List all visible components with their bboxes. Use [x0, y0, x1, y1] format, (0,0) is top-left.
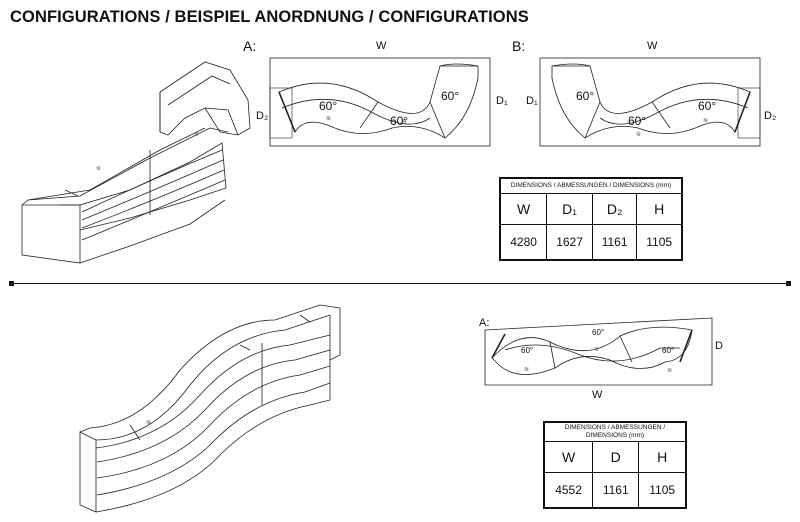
config-c-w-label: W [592, 389, 603, 401]
config-a-angle-1: 60° [319, 99, 338, 113]
config-b-angle-2: 60° [628, 114, 647, 128]
table-1-value-d2: 1161 [591, 224, 638, 261]
config-b-d2-label: D₂ [764, 110, 777, 122]
table-2-value-w: 4552 [543, 472, 594, 509]
config-a-label: A: [243, 38, 257, 54]
table-1-value-h: 1105 [636, 224, 683, 261]
table-1-caption: DIMENSIONS / ABMESSUNGEN / DIMENSIONS (m… [499, 177, 683, 194]
svg-text:≋: ≋ [703, 118, 708, 124]
table-1-value-d1: 1627 [546, 224, 593, 261]
config-a-d1-label: D₁ [496, 95, 508, 107]
section-divider [12, 283, 788, 284]
separator-dot-left [9, 281, 14, 286]
separator-dot-right [786, 281, 791, 286]
svg-text:≋: ≋ [96, 166, 101, 172]
table-1-header-d2: D₂ [591, 193, 638, 225]
table-2-value-d: 1161 [592, 472, 640, 509]
config-b-d1-label: D₁ [526, 95, 538, 107]
config-c-angle-1: 60° [521, 346, 534, 355]
svg-text:≋: ≋ [402, 119, 407, 125]
config-c-d-label: D [715, 340, 723, 352]
table-2-caption-line-1: DIMENSIONS / ABMESSUNGEN / [564, 424, 666, 431]
svg-text:≋: ≋ [326, 116, 331, 122]
desk-perspective-top [21, 61, 251, 264]
dimensions-table-1: DIMENSIONS / ABMESSUNGEN / DIMENSIONS (m… [499, 177, 683, 261]
svg-text:≋: ≋ [667, 368, 672, 374]
config-a-d2-label: D₂ [256, 110, 269, 122]
config-b-angle-1: 60° [576, 89, 595, 103]
config-c-plan [484, 317, 713, 386]
config-b-plan [539, 57, 761, 147]
table-1-header-w: W [499, 193, 548, 225]
svg-text:≋: ≋ [524, 367, 529, 373]
desk-perspective-bottom [79, 304, 341, 513]
config-b-angle-3: 60° [698, 99, 717, 113]
config-a-plan [269, 57, 491, 147]
config-c-angle-3: 60° [662, 346, 675, 355]
config-b-label: B: [512, 38, 526, 54]
config-a-w-label: W [376, 40, 387, 52]
page-title: CONFIGURATIONS / BEISPIEL ANORDNUNG / CO… [10, 8, 529, 26]
config-b-w-label: W [647, 40, 658, 52]
table-2-caption-line-2: DIMENSIONS (mm) [585, 432, 645, 439]
table-2-header-d: D [592, 441, 640, 473]
dimensions-table-2: DIMENSIONS / ABMESSUNGEN / DIMENSIONS (m… [543, 421, 687, 509]
config-c-label: A: [479, 317, 490, 329]
svg-text:≋: ≋ [146, 420, 151, 426]
table-2-header-w: W [543, 441, 594, 473]
config-a-angle-3: 60° [441, 89, 460, 103]
table-1-header-d1: D₁ [546, 193, 593, 225]
table-1-value-w: 4280 [499, 224, 548, 261]
config-a-angle-2: 60° [390, 114, 409, 128]
svg-text:≋: ≋ [194, 132, 199, 138]
svg-text:≋: ≋ [594, 347, 599, 353]
svg-text:≋: ≋ [636, 132, 641, 138]
table-2-header-h: H [638, 441, 687, 473]
table-2-value-h: 1105 [638, 472, 687, 509]
config-c-angle-2: 60° [592, 328, 605, 337]
table-2-caption: DIMENSIONS / ABMESSUNGEN / DIMENSIONS (m… [543, 421, 687, 442]
table-1-header-h: H [636, 193, 683, 225]
